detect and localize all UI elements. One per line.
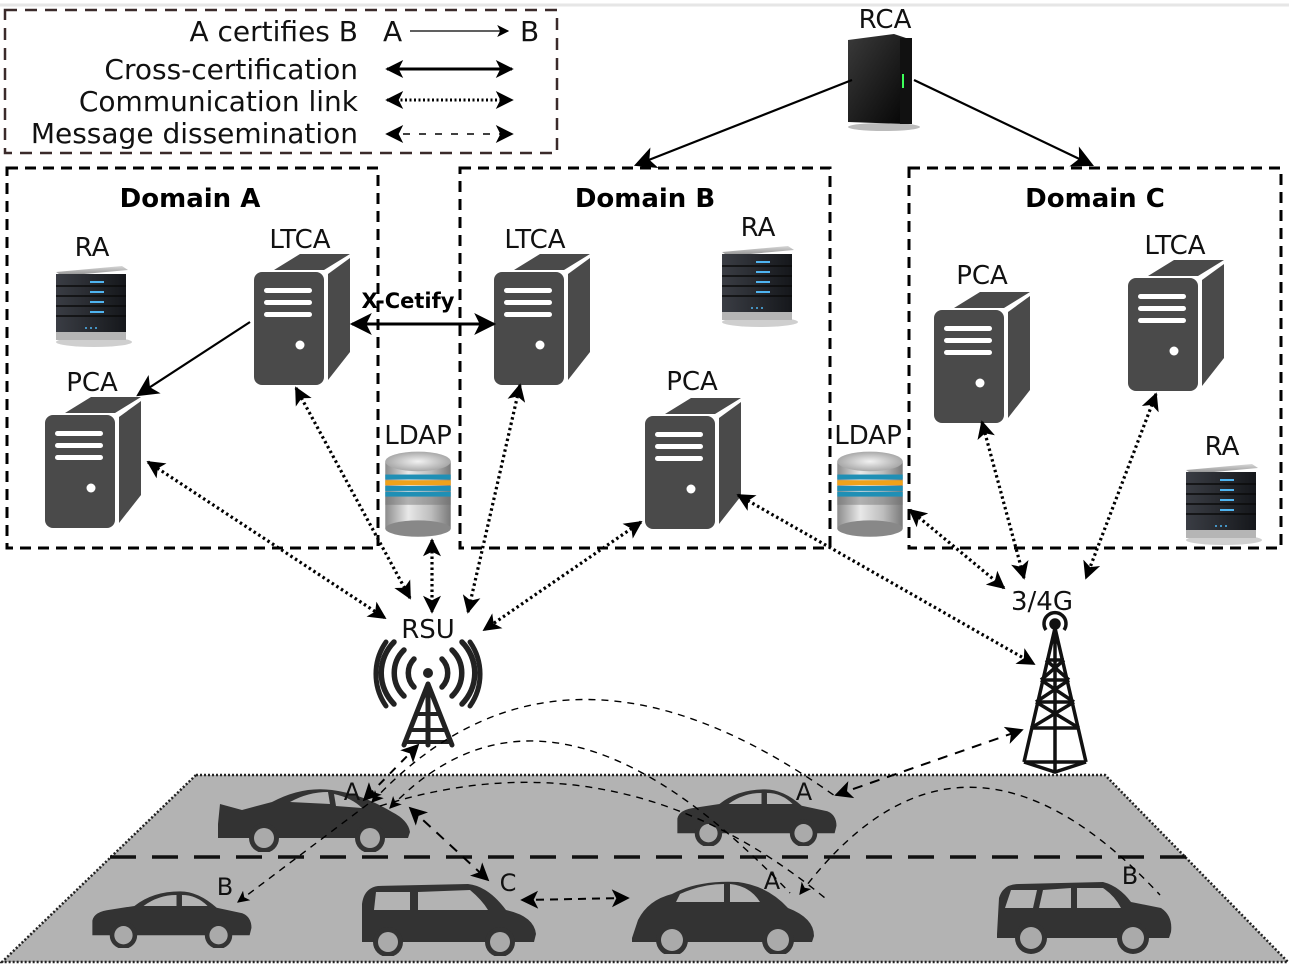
domain-b-ltca-label: LTCA	[504, 225, 565, 255]
vehicle-5[interactable]: A	[632, 867, 814, 956]
dissem-arc-v1-v5b	[379, 781, 826, 899]
cell-tower-node[interactable]: 3/4G	[1011, 587, 1088, 774]
ltca-a-to-pca-a-arrow	[136, 321, 251, 397]
domain-c-ltca-label: LTCA	[1144, 231, 1205, 261]
domain-c-ltca-icon[interactable]	[1128, 260, 1224, 391]
domain-b-pca-label: PCA	[666, 367, 718, 397]
link-ltca-a-rsu	[294, 386, 412, 600]
legend-label-certify: A certifies B	[189, 15, 358, 48]
domain-b-ra-label: RA	[741, 213, 776, 243]
rsu-node[interactable]: RSU	[373, 615, 483, 748]
vehicle-1-label: A	[344, 778, 361, 806]
domain-c-ra-label: RA	[1205, 432, 1240, 462]
vehicle-2-label: A	[796, 778, 813, 806]
vehicle-3[interactable]: B	[92, 873, 252, 949]
dissem-v1-v3	[237, 803, 369, 903]
link-pca-b-cell	[736, 493, 1036, 666]
domain-b-pca-icon[interactable]	[645, 398, 741, 529]
domain-b-title: Domain B	[575, 184, 715, 214]
legend-label-dissem: Message dissemination	[31, 117, 358, 150]
link-pca-c-cell	[977, 420, 1029, 580]
domain-a-pca-icon[interactable]	[45, 397, 141, 528]
domain-b-box	[458, 166, 832, 550]
rsu-antenna-icon	[373, 639, 483, 748]
rca-label: RCA	[859, 5, 912, 35]
vehicle-4-label: C	[500, 869, 517, 897]
domain-a-ra-icon[interactable]	[55, 265, 132, 347]
rca-node[interactable]: RCA	[848, 5, 920, 131]
legend-label-cross: Cross-certification	[104, 53, 358, 86]
vehicle-4[interactable]: C	[362, 869, 536, 957]
vehicle-3-label: B	[217, 873, 233, 901]
domain-c-ra-icon[interactable]	[1185, 463, 1262, 545]
vehicle-1[interactable]: A	[218, 778, 410, 853]
dissem-v4-v5	[520, 889, 630, 909]
vehicle-5-label: A	[764, 867, 781, 895]
domain-a-title: Domain A	[120, 184, 261, 214]
legend: A certifies B A B Cross-certification Co…	[3, 8, 559, 155]
rsu-label: RSU	[401, 615, 455, 645]
ldap-2-database-icon	[837, 451, 903, 537]
domain-c: Domain C PCA LTCA RA	[907, 166, 1283, 550]
dissem-arc-v1-v2	[371, 698, 836, 803]
dissem-arc-v5-v6	[799, 786, 1161, 896]
ldap-b-c[interactable]: LDAP	[834, 421, 903, 537]
ldap-a-b[interactable]: LDAP	[384, 421, 452, 537]
domain-b-ltca-icon[interactable]	[494, 254, 590, 385]
cell-tower-icon	[1022, 610, 1088, 774]
legend-label-comm: Communication link	[79, 85, 359, 118]
ldap-1-label: LDAP	[384, 421, 452, 451]
vehicle-2[interactable]: A	[677, 778, 837, 847]
domain-a-ltca-label: LTCA	[269, 225, 330, 255]
domain-c-title: Domain C	[1025, 184, 1165, 214]
domain-a-ltca-icon[interactable]	[254, 254, 350, 385]
cross-cert-label: X-Cetify	[362, 289, 455, 313]
legend-box	[3, 8, 559, 155]
rca-to-domain-b-arrow	[633, 78, 853, 168]
domain-a: Domain A RA LTCA PCA	[5, 166, 380, 550]
dissem-v2-cell	[834, 726, 1024, 799]
ldap-1-database-icon	[385, 451, 451, 537]
domain-a-ra-label: RA	[75, 233, 110, 263]
link-ltca-c-cell	[1083, 392, 1159, 580]
rca-server-icon	[848, 34, 920, 131]
ldap-2-label: LDAP	[834, 421, 902, 451]
domain-b-ra-icon[interactable]	[721, 245, 798, 327]
domain-a-pca-label: PCA	[66, 368, 118, 398]
message-dissemination-links	[237, 698, 1161, 909]
link-ltca-b-rsu	[462, 383, 526, 614]
domain-c-pca-label: PCA	[956, 261, 1008, 291]
communication-links	[146, 383, 1159, 666]
vehicle-6-label: B	[1122, 862, 1138, 890]
domain-b: Domain B RA LTCA PCA	[458, 166, 832, 550]
rca-to-domain-c-arrow	[913, 79, 1094, 167]
cell-tower-label: 3/4G	[1011, 587, 1073, 617]
link-ldap-cell	[908, 508, 1006, 590]
legend-to-label: B	[520, 15, 539, 48]
link-pca-b-rsu	[482, 520, 643, 632]
legend-from-label: A	[383, 15, 402, 48]
domain-c-pca-icon[interactable]	[934, 292, 1030, 423]
